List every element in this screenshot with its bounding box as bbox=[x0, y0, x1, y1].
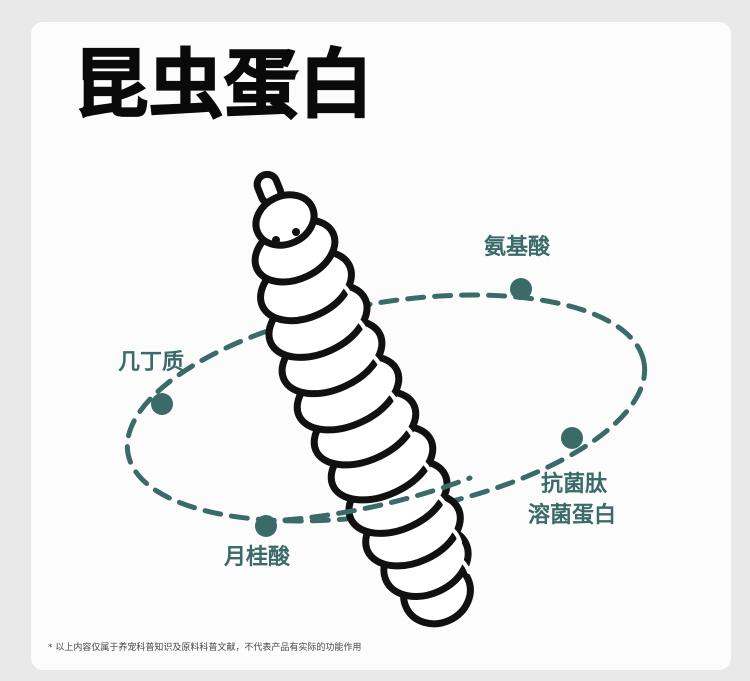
orbit-dot-antibacterial bbox=[561, 427, 583, 449]
page-title: 昆虫蛋白 bbox=[73, 42, 374, 128]
orbit-dot-chitin bbox=[151, 393, 173, 415]
orbit-dot-amino-acids bbox=[510, 278, 532, 300]
label-amino-acids: 氨基酸 bbox=[484, 235, 551, 260]
label-lysozyme: 溶菌蛋白 bbox=[528, 503, 617, 528]
orbit-dot-lauric-acid bbox=[255, 515, 277, 537]
label-chitin: 几丁质 bbox=[118, 350, 185, 375]
larva-illustration bbox=[251, 170, 474, 628]
disclaimer-footnote: * 以上内容仅属于养宠科普知识及原料科普文献，不代表产品有实际的功能作用 bbox=[48, 643, 362, 653]
label-antibacterial-peptide: 抗菌肽 bbox=[541, 472, 608, 497]
orbit-front-arc bbox=[282, 475, 473, 523]
larva-eye bbox=[272, 236, 280, 244]
larva-eye bbox=[292, 228, 300, 236]
label-lauric-acid: 月桂酸 bbox=[224, 545, 291, 570]
larva-highlights bbox=[328, 276, 471, 574]
